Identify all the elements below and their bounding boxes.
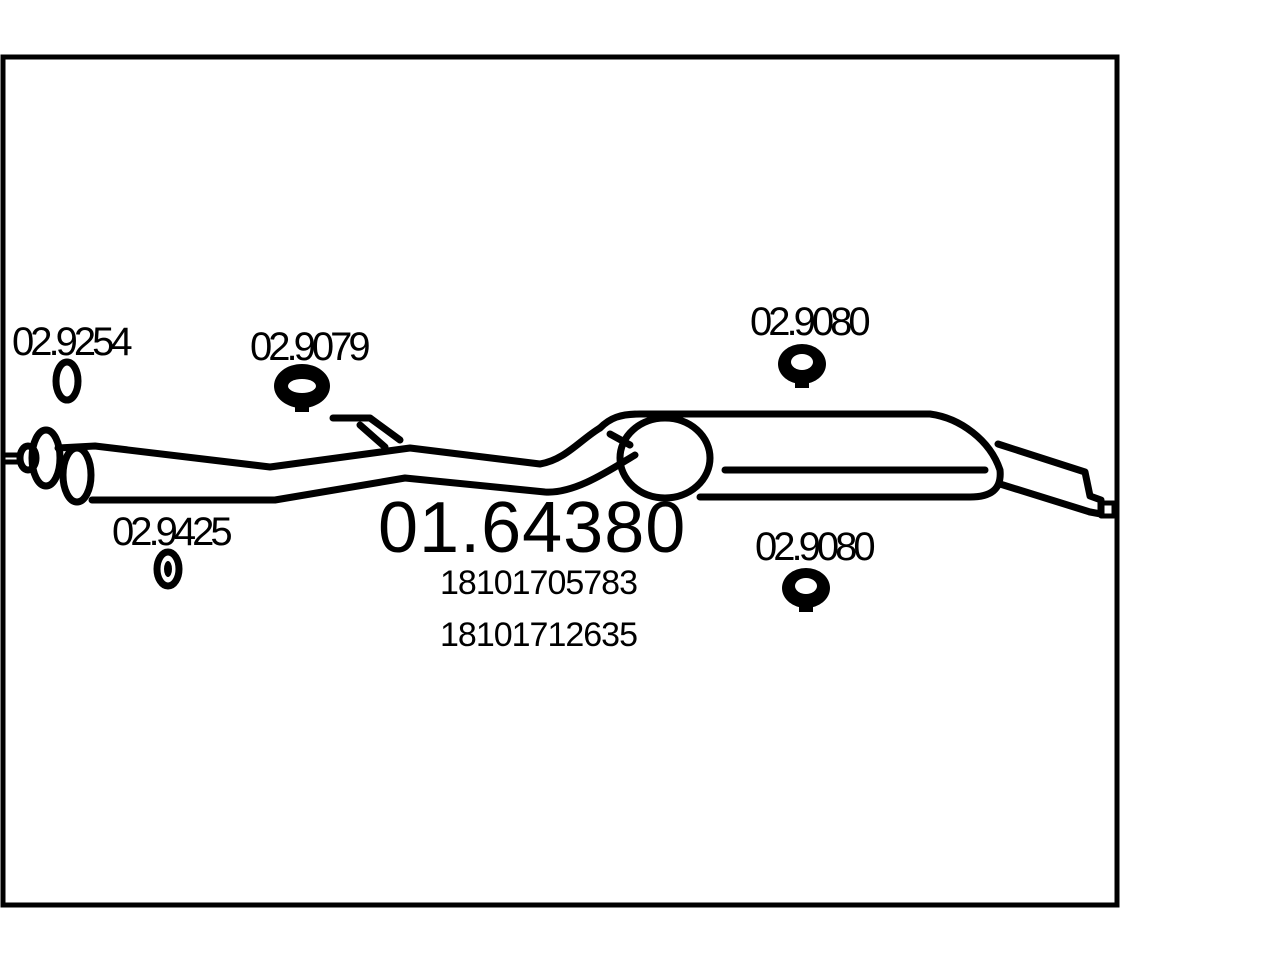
part-label-02-9080-bottom: 02.9080 [755,525,874,569]
part-label-02-9079: 02.9079 [250,325,369,369]
exhaust-pipe-drawing [2,410,1117,519]
oem-number: 18101705783 [440,564,637,602]
oem-number: 18101712635 [440,616,637,654]
rubber-hanger-icon [274,364,330,412]
main-part-number: 01.64380 [378,488,686,568]
part-label-02-9080-top: 02.9080 [750,300,869,344]
ring-gasket-icon [52,358,82,404]
part-label-02-9254: 02.9254 [12,320,132,364]
diagram-frame [0,54,1120,908]
rubber-hanger-icon [778,344,826,388]
rubber-hanger-icon [782,568,830,612]
small-ring-icon [153,548,183,590]
part-label-02-9425: 02.9425 [112,510,231,554]
